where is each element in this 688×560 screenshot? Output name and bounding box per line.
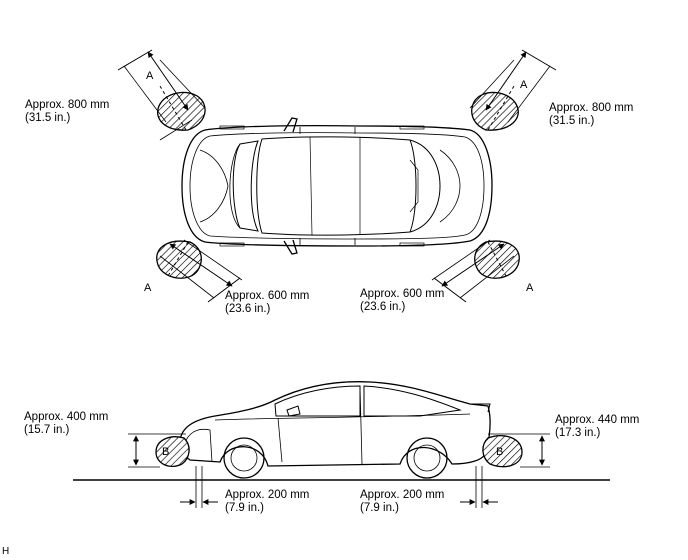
label-rear-left-mm: Approx. 600 mm [225, 290, 310, 302]
marker-b-front: B [162, 446, 169, 458]
label-ground-front-in: (7.9 in.) [225, 502, 264, 514]
label-front-right-mm: Approx. 800 mm [549, 102, 634, 114]
front-wheel [223, 437, 265, 479]
zone-side-rear [482, 435, 523, 468]
figure-code: H [2, 546, 10, 557]
label-front-right-in: (31.5 in.) [549, 115, 595, 127]
car-top-view [181, 117, 493, 255]
label-height-rear-mm: Approx. 440 mm [555, 414, 640, 426]
dimension-lines-side [128, 433, 550, 508]
marker-a-rear-left: A [144, 282, 152, 294]
label-height-rear: Approx. 440 mm (17.3 in.) [555, 414, 639, 440]
dimension-lines-top [117, 49, 557, 303]
label-ground-rear-mm: Approx. 200 mm [360, 489, 445, 501]
zone-front-right [471, 85, 519, 131]
label-height-front-mm: Approx. 400 mm [24, 411, 109, 423]
car-top-body-outline [181, 124, 493, 247]
label-front-left-mm: Approx. 800 mm [25, 99, 110, 111]
label-height-front-in: (15.7 in.) [24, 424, 70, 436]
zone-front-left [157, 85, 206, 131]
rear-wheel [406, 437, 448, 479]
label-ground-front-mm: Approx. 200 mm [225, 489, 310, 501]
label-front-left-in: (31.5 in.) [25, 112, 71, 124]
label-rear-right-mm: Approx. 600 mm [360, 288, 445, 300]
zone-rear-left [156, 240, 202, 279]
label-height-rear-in: (17.3 in.) [555, 427, 601, 439]
zone-side-front [155, 436, 190, 467]
right-mirror [283, 239, 298, 255]
label-rear-right-in: (23.6 in.) [360, 301, 406, 313]
car-side-body-outline [179, 381, 491, 467]
car-side-view [73, 381, 610, 481]
marker-a-rear-right: A [526, 282, 534, 294]
label-front-left: Approx. 800 mm (31.5 in.) [25, 99, 109, 125]
label-front-right: Approx. 800 mm (31.5 in.) [549, 102, 633, 128]
marker-a-front-right: A [520, 79, 528, 91]
marker-a-front-left: A [146, 70, 154, 82]
label-ground-front: Approx. 200 mm (7.9 in.) [225, 489, 309, 515]
label-rear-left: Approx. 600 mm (23.6 in.) [225, 290, 309, 316]
label-ground-rear-in: (7.9 in.) [360, 502, 399, 514]
label-rear-right: Approx. 600 mm (23.6 in.) [360, 288, 444, 314]
marker-b-rear: B [496, 446, 503, 458]
left-mirror [283, 117, 298, 133]
label-rear-left-in: (23.6 in.) [225, 303, 271, 315]
label-height-front: Approx. 400 mm (15.7 in.) [24, 411, 108, 437]
label-ground-rear: Approx. 200 mm (7.9 in.) [360, 489, 444, 515]
